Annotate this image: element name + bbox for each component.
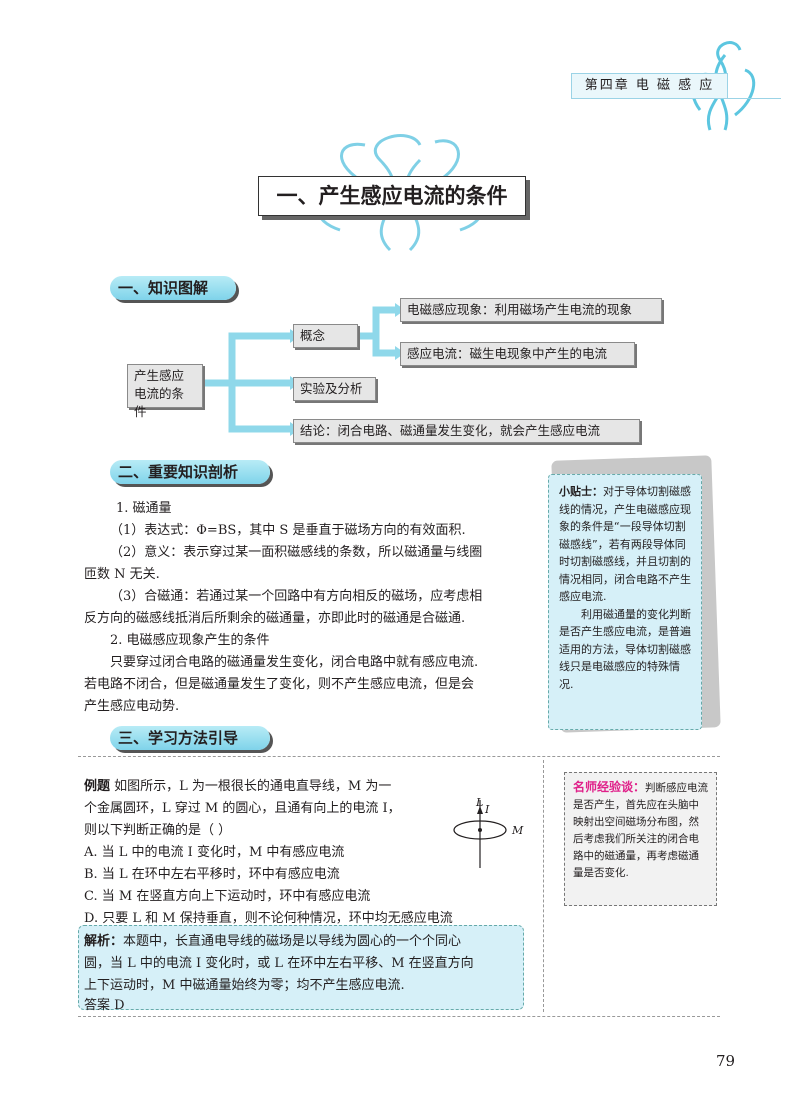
knowledge-6: 反方向的磁感线抵消后所剩余的磁通量，亦即此时的磁通是合磁通.: [84, 611, 466, 626]
analysis-line-1: 本题中，长直通电导线的磁场是以导线为圆心的一个个同心: [123, 934, 462, 949]
divider-bottom: [78, 1016, 720, 1017]
figure-label-I: I: [485, 803, 490, 816]
analysis-line-3: 上下运动时，M 中磁通量始终为零；均不产生感应电流.: [84, 978, 405, 993]
knowledge-4: 匝数 N 无关.: [84, 567, 160, 582]
knowledge-1: 1. 磁通量: [116, 501, 172, 516]
diagram-concept: 概念: [293, 324, 358, 348]
answer: 答案 D: [84, 998, 125, 1013]
tip-box: 小贴士：对于导体切割磁感线的情况，产生电磁感应现象的条件是“一段导体切割磁感线”…: [548, 474, 702, 730]
teacher-text: 判断感应电流是否产生，首先应在头脑中映射出空间磁场分布图，然后考虑我们所关注的闭…: [573, 782, 709, 879]
option-b: B. 当 L 在环中左右平移时，环中有感应电流: [84, 867, 340, 882]
knowledge-7: 2. 电磁感应现象产生的条件: [110, 633, 270, 648]
knowledge-2: （1）表达式：Φ=BS，其中 S 是垂直于磁场方向的有效面积.: [110, 523, 466, 538]
page-title: 一、产生感应电流的条件: [258, 176, 526, 216]
analysis-box: [78, 925, 524, 1010]
knowledge-8: 只要穿过闭合电路的磁通量发生变化，闭合电路中就有感应电流.: [110, 655, 479, 670]
diagram-root: 产生感应电流的条件: [127, 364, 203, 419]
section-header-knowledge: 二、重要知识剖析: [110, 460, 270, 484]
teacher-label: 名师经验谈：: [573, 780, 646, 794]
analysis-line-2: 圆，当 L 中的电流 I 变化时，或 L 在环中左右平移、M 在竖直方向: [84, 956, 474, 971]
example-label: 例题: [84, 779, 111, 794]
concept-diagram-lines: [203, 303, 405, 436]
example-q3: 则以下判断正确的是（ ）: [84, 823, 232, 838]
section-header-method: 三、学习方法引导: [110, 726, 270, 750]
example-q1: 如图所示，L 为一根很长的通电直导线，M 为一: [114, 779, 392, 794]
tip-label: 小贴士：: [559, 485, 603, 498]
divider-vertical: [543, 760, 544, 1012]
section-header-diagram: 一、知识图解: [110, 276, 236, 300]
knowledge-10: 产生感应电动势.: [84, 699, 180, 714]
diagram-concept-b: 感应电流：磁生电现象中产生的电流: [400, 342, 635, 366]
knowledge-5: （3）合磁通：若通过某一个回路中有方向相反的磁场，应考虑相: [110, 589, 483, 604]
teacher-box: 名师经验谈：判断感应电流是否产生，首先应在头脑中映射出空间磁场分布图，然后考虑我…: [564, 772, 717, 906]
example-q2: 个金属圆环，L 穿过 M 的圆心，且通有向上的电流 I，: [84, 801, 401, 816]
option-c: C. 当 M 在竖直方向上下运动时，环中有感应电流: [84, 889, 371, 904]
diagram-experiment: 实验及分析: [293, 377, 376, 401]
header-divider: [571, 98, 781, 99]
option-d: D. 只要 L 和 M 保持垂直，则不论何种情况，环中均无感应电流: [84, 911, 453, 926]
diagram-conclusion: 结论：闭合电路、磁通量发生变化，就会产生感应电流: [293, 419, 640, 443]
knowledge-3: （2）意义：表示穿过某一面积磁感线的条数，所以磁通量与线圈: [110, 545, 483, 560]
tip-text-2: 利用磁通量的变化判断是否产生感应电流，是普遍适用的方法，导体切割磁感线只是电磁感…: [559, 607, 691, 691]
diagram-concept-a: 电磁感应现象：利用磁场产生电流的现象: [400, 298, 662, 322]
knowledge-9: 若电路不闭合，但是磁通量发生了变化，则不产生感应电流，但是会: [84, 677, 475, 692]
figure-label-L: L: [476, 796, 484, 809]
analysis-label: 解析：: [84, 934, 124, 949]
chapter-header: 第四章 电 磁 感 应: [571, 73, 728, 99]
option-a: A. 当 L 中的电流 I 变化时，M 中有感应电流: [84, 845, 345, 860]
wire-ring-figure: [453, 800, 507, 868]
figure-label-M: M: [512, 824, 524, 837]
page-number: 79: [716, 1052, 736, 1070]
divider-top: [78, 756, 720, 757]
tip-text-1: 对于导体切割磁感线的情况，产生电磁感应现象的条件是“一段导体切割磁感线”，若有两…: [559, 485, 691, 603]
